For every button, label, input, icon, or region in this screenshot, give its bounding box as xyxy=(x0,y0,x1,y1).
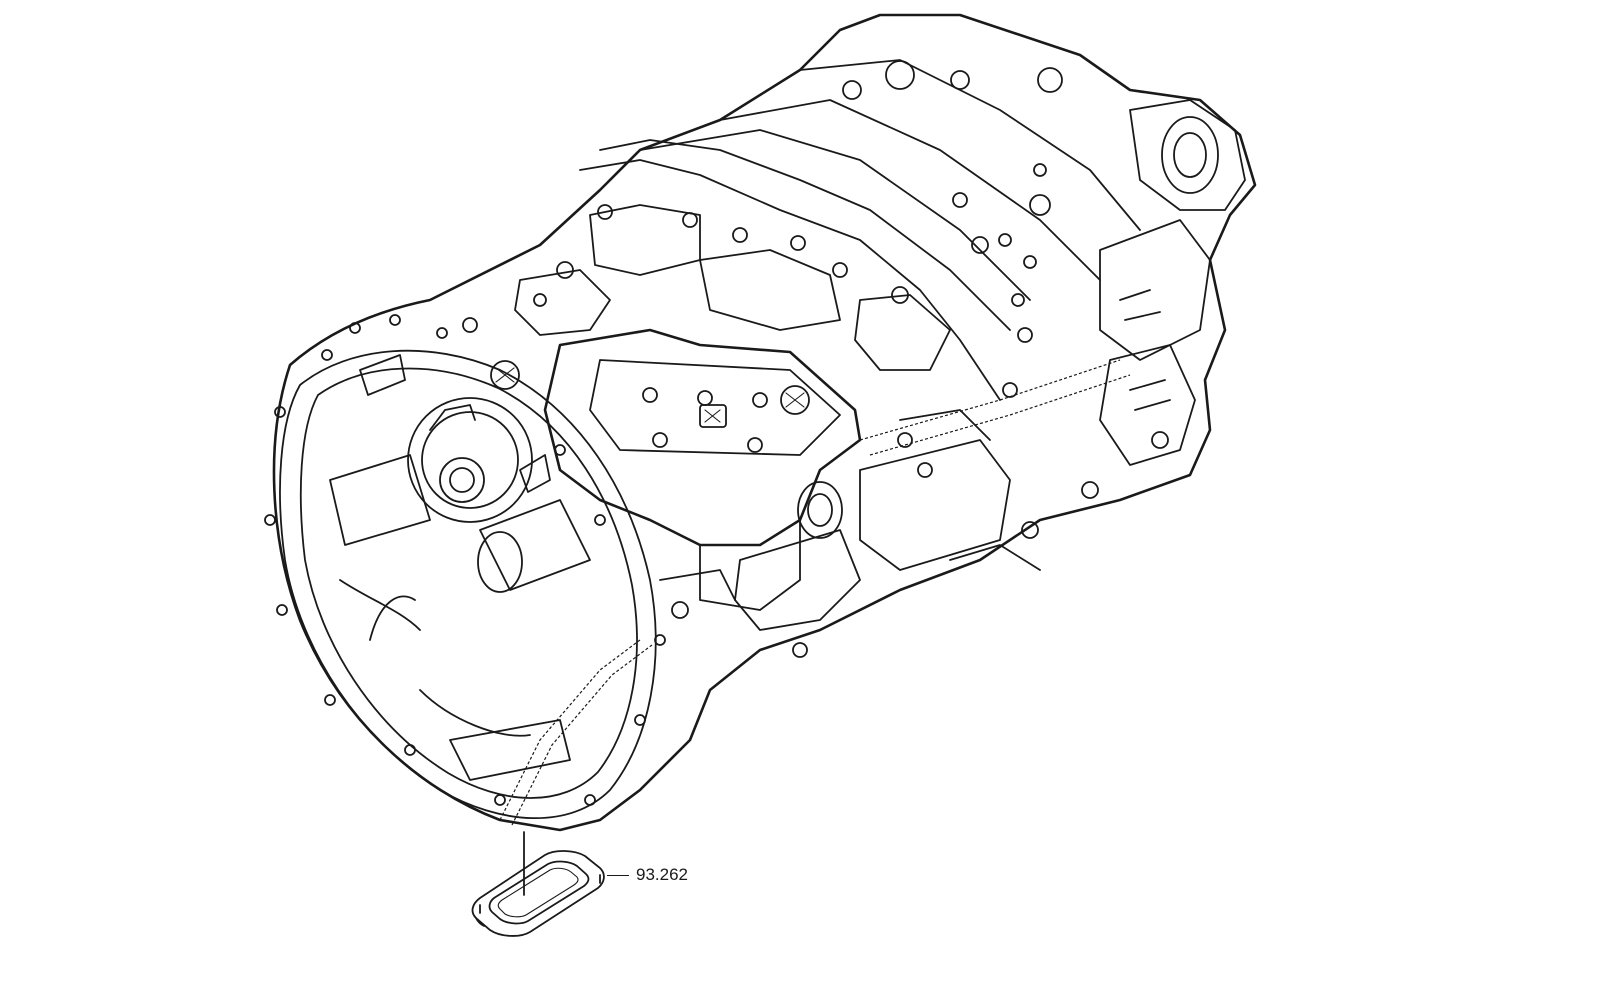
input-shaft-hub xyxy=(407,397,591,593)
transmission-housing xyxy=(264,13,1257,832)
callout-leader-line xyxy=(607,875,629,876)
gasket-part xyxy=(471,831,605,937)
bell-housing-interior xyxy=(329,354,653,826)
gearbox-body xyxy=(462,59,1246,658)
shift-control-unit xyxy=(490,328,862,611)
part-number-label[interactable]: 93.262 xyxy=(636,865,688,884)
